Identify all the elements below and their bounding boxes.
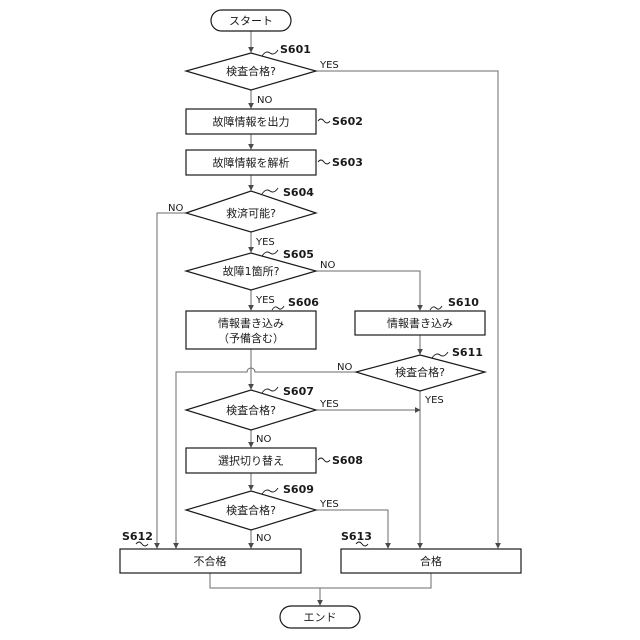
s601-text: 検査合格? xyxy=(226,64,276,78)
s606-text-line1: 情報書き込み xyxy=(218,316,284,330)
s607-text: 検査合格? xyxy=(226,403,276,417)
s607-no-label: NO xyxy=(256,434,271,445)
start-label: スタート xyxy=(229,15,273,28)
s601-yes-label: YES xyxy=(319,60,339,71)
s613-text: 合格 xyxy=(420,554,442,568)
result-s612: 不合格 xyxy=(120,549,301,573)
s611-text: 検査合格? xyxy=(395,365,445,379)
s607-yes-label: YES xyxy=(319,399,339,410)
step-label-s611: S611 xyxy=(452,346,483,359)
s604-text: 救済可能? xyxy=(226,206,276,220)
s610-text: 情報書き込み xyxy=(387,316,453,330)
s601-no-label: NO xyxy=(257,95,272,106)
process-s606: 情報書き込み （予備含む） xyxy=(186,311,316,349)
step-label-s604: S604 xyxy=(283,186,314,199)
s612-text: 不合格 xyxy=(194,554,227,568)
arrow-s605-no xyxy=(316,271,420,310)
step-label-s607: S607 xyxy=(283,385,314,398)
arrow-s601-yes xyxy=(316,71,498,548)
step-label-s605: S605 xyxy=(283,248,314,261)
s604-leader xyxy=(262,188,278,194)
decision-s601: 検査合格? xyxy=(186,53,316,90)
s601-leader xyxy=(262,50,278,56)
s611-leader xyxy=(432,352,448,358)
s602-text: 故障情報を出力 xyxy=(213,115,290,129)
s608-leader xyxy=(318,458,330,462)
arrow-s604-no xyxy=(157,213,186,548)
s604-yes-label: YES xyxy=(255,237,275,248)
s606-text-line2: （予備含む） xyxy=(218,331,284,345)
step-label-s603: S603 xyxy=(332,156,363,169)
terminal-start: スタート xyxy=(211,10,291,31)
step-label-s612: S612 xyxy=(122,530,153,543)
step-label-s609: S609 xyxy=(283,483,314,496)
process-s602: 故障情報を出力 xyxy=(186,109,316,134)
s603-leader xyxy=(318,160,330,164)
s602-leader xyxy=(318,119,330,123)
s609-yes-label: YES xyxy=(319,499,339,510)
process-s610: 情報書き込み xyxy=(355,311,485,335)
merge-line-results xyxy=(210,573,431,588)
s605-text: 故障1箇所? xyxy=(223,264,280,278)
end-label: エンド xyxy=(304,611,337,624)
s606-leader xyxy=(272,306,284,310)
s611-no-label: NO xyxy=(337,362,352,373)
s603-text: 故障情報を解析 xyxy=(213,156,290,170)
s605-no-label: NO xyxy=(320,260,335,271)
decision-s609: 検査合格? xyxy=(186,491,316,530)
step-label-s601: S601 xyxy=(280,43,311,56)
result-s613: 合格 xyxy=(341,549,521,573)
s611-yes-label: YES xyxy=(424,395,444,406)
s608-text: 選択切り替え xyxy=(218,454,284,468)
step-label-s613: S613 xyxy=(341,530,372,543)
step-label-s610: S610 xyxy=(448,296,479,309)
process-s608: 選択切り替え xyxy=(186,448,316,473)
s610-leader xyxy=(430,306,442,310)
s605-yes-label: YES xyxy=(255,295,275,306)
s609-leader xyxy=(262,488,278,494)
process-s603: 故障情報を解析 xyxy=(186,150,316,175)
step-label-s606: S606 xyxy=(288,296,319,309)
s609-text: 検査合格? xyxy=(226,503,276,517)
s605-leader xyxy=(262,250,278,256)
s607-leader xyxy=(262,387,278,393)
s604-no-label: NO xyxy=(168,203,183,214)
s609-no-label: NO xyxy=(256,533,271,544)
step-label-s602: S602 xyxy=(332,115,363,128)
decision-s611: 検査合格? xyxy=(356,355,485,391)
terminal-end: エンド xyxy=(280,606,360,628)
step-label-s608: S608 xyxy=(332,454,363,467)
